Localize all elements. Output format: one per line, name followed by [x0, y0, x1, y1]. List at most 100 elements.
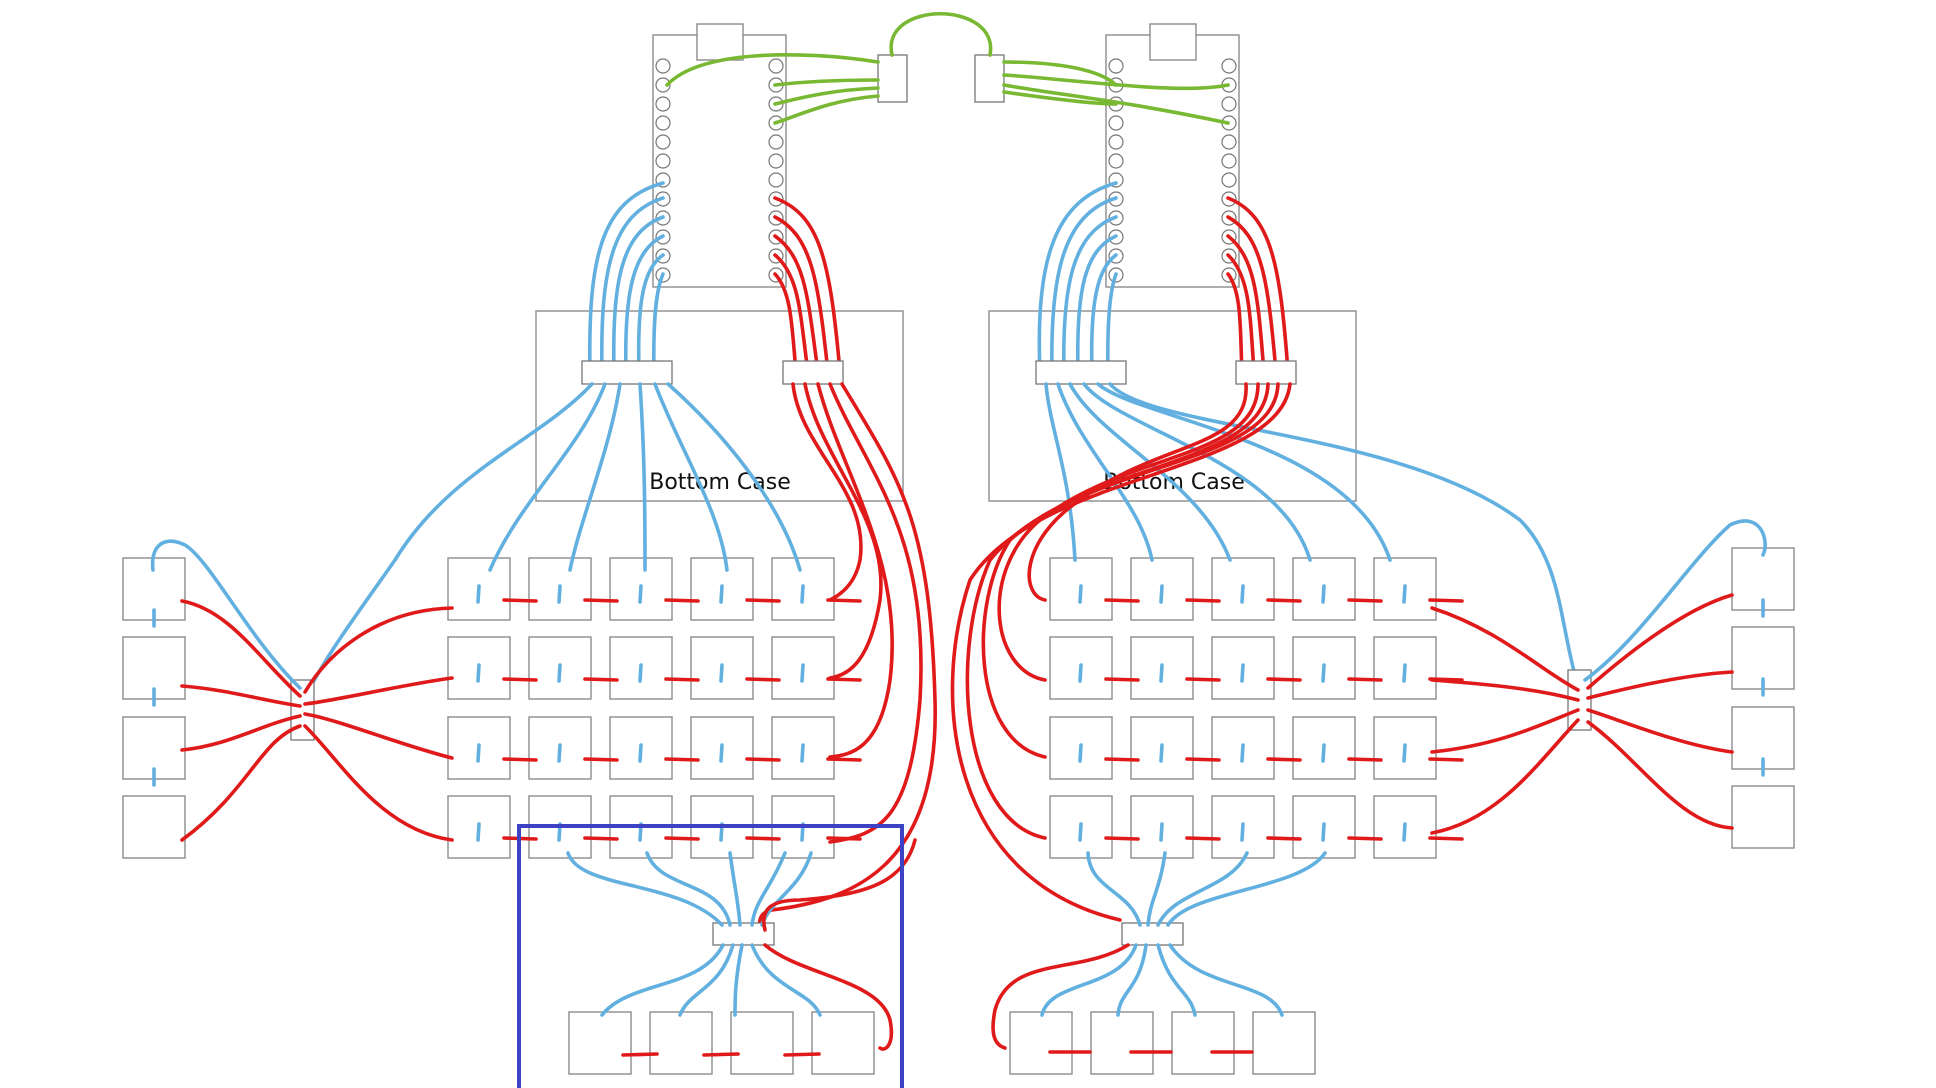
right-row-seg — [1104, 836, 1140, 841]
left-thumb-seg — [621, 1052, 659, 1057]
left-col-seg — [719, 584, 724, 604]
right-row-seg — [1347, 836, 1383, 841]
right-blue-mcu-wires — [1037, 181, 1118, 374]
right-row-seg — [1428, 836, 1464, 841]
left-row-seg — [583, 757, 619, 762]
right-row-seg — [1347, 757, 1383, 762]
right-red-mcu-wires — [1226, 196, 1290, 374]
left-outer-column — [122, 557, 186, 859]
left-col-seg — [800, 663, 805, 683]
right-col-seg — [1321, 663, 1326, 683]
right-bottom-case — [988, 310, 1357, 502]
right-col-seg — [1240, 584, 1245, 604]
right-col-seg — [1078, 743, 1083, 763]
left-row-seg — [664, 598, 700, 603]
right-thumb-key-1 — [1090, 1011, 1154, 1075]
left-thumb-seg — [702, 1052, 740, 1057]
right-col-seg — [1159, 584, 1164, 604]
left-outer-key-3 — [122, 795, 186, 859]
left-row-seg — [745, 677, 781, 682]
right-row-seg — [1428, 598, 1464, 603]
right-thumb-key-2 — [1171, 1011, 1235, 1075]
left-col-seg — [476, 663, 481, 683]
left-blue-mcu-wires — [587, 181, 665, 374]
right-pin-right-0 — [1221, 58, 1237, 74]
left-col-seg — [557, 663, 562, 683]
left-row-seg — [664, 836, 700, 841]
right-pin-left-5 — [1108, 153, 1124, 169]
right-blue-column-wires — [1044, 382, 1577, 677]
right-col-seg — [1078, 663, 1083, 683]
left-pin-right-4 — [768, 134, 784, 150]
left-col-seg — [638, 743, 643, 763]
right-trrs-jack — [974, 54, 1005, 103]
left-col-seg — [638, 584, 643, 604]
right-row-seg — [1104, 757, 1140, 762]
right-col-seg — [1402, 743, 1407, 763]
left-pin-left-5 — [655, 153, 671, 169]
trrs-link — [665, 11, 1230, 125]
right-side-connector-wires — [1430, 519, 1767, 835]
right-pin-left-4 — [1108, 134, 1124, 150]
right-col-seg — [1321, 822, 1326, 842]
right-row-seg — [1347, 677, 1383, 682]
left-pin-right-5 — [768, 153, 784, 169]
left-pin-left-4 — [655, 134, 671, 150]
right-thumb-connector — [1121, 922, 1184, 946]
right-pin-right-6 — [1221, 172, 1237, 188]
left-pin-left-0 — [655, 58, 671, 74]
right-row-seg — [1185, 836, 1221, 841]
left-col-seg — [476, 584, 481, 604]
right-usb-port — [1149, 23, 1197, 61]
right-row-seg — [1347, 598, 1383, 603]
right-col-seg — [1240, 663, 1245, 683]
left-thumb-seg — [783, 1052, 821, 1057]
right-row-seg — [1185, 598, 1221, 603]
left-bottom-case-label: Bottom Case — [649, 470, 791, 495]
right-outer-column — [1731, 547, 1795, 849]
right-col-seg — [1240, 822, 1245, 842]
left-col-seg — [800, 743, 805, 763]
left-pin-left-1 — [655, 77, 671, 93]
right-col-seg — [1159, 663, 1164, 683]
left-pin-left-2 — [655, 96, 671, 112]
left-col-seg — [557, 743, 562, 763]
right-key-grid — [1049, 557, 1437, 859]
left-col-seg — [638, 663, 643, 683]
left-half: Bottom Case — [122, 23, 937, 1088]
left-thumb-key-3 — [811, 1011, 875, 1075]
left-col-seg — [719, 663, 724, 683]
left-row-seg — [745, 836, 781, 841]
right-pin-right-2 — [1221, 96, 1237, 112]
right-red-connector — [1235, 360, 1297, 385]
right-row-seg — [1428, 757, 1464, 762]
left-row-seg — [664, 757, 700, 762]
right-col-seg — [1321, 584, 1326, 604]
right-red-row-wires — [950, 382, 1292, 922]
left-row-seg — [502, 757, 538, 762]
right-thumb-keys — [1009, 1011, 1316, 1075]
right-col-seg — [1078, 584, 1083, 604]
left-col-seg — [557, 584, 562, 604]
left-row-seg — [826, 677, 862, 682]
left-thumb-key-0 — [568, 1011, 632, 1075]
left-blue-column-wires — [308, 382, 802, 690]
right-thumb-key-0 — [1009, 1011, 1073, 1075]
right-col-seg — [1402, 584, 1407, 604]
left-col-seg — [476, 743, 481, 763]
left-pin-left-3 — [655, 115, 671, 131]
left-row-seg — [583, 836, 619, 841]
left-thumb-wires — [566, 838, 917, 1051]
right-row-seg — [1266, 598, 1302, 603]
left-thumb-key-1 — [649, 1011, 713, 1075]
right-pin-right-4 — [1221, 134, 1237, 150]
left-key-r2c2 — [609, 716, 673, 780]
highlight-box — [517, 824, 904, 1088]
left-col-seg — [719, 743, 724, 763]
left-row-seg — [826, 598, 862, 603]
right-pin-left-0 — [1108, 58, 1124, 74]
right-row-seg — [1104, 598, 1140, 603]
right-col-seg — [1321, 743, 1326, 763]
left-microcontroller — [652, 23, 787, 288]
